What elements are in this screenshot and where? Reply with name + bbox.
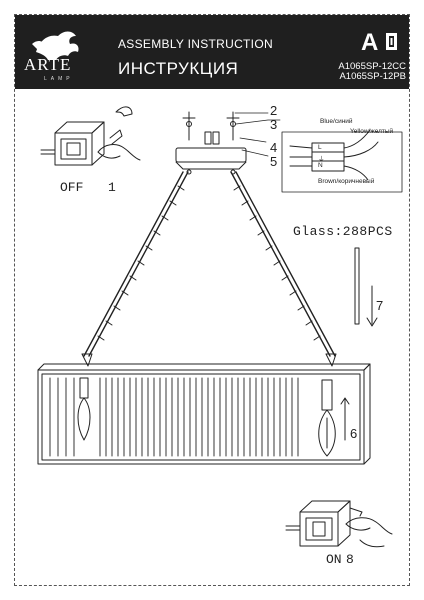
terminal-ground: ⏚ [318,156,325,163]
step-8-number: 8 [346,552,354,567]
bulb-arrow [340,397,350,441]
callout-5: 5 [270,154,278,169]
title-english: ASSEMBLY INSTRUCTION [118,37,273,51]
left-chain-icon [83,171,189,357]
terminal-block-icon [289,129,379,181]
callout-6: 6 [350,426,358,441]
wire-blue-label: Blue/синий [320,118,353,125]
step-on-label: ON [326,552,342,567]
glass-rod-icon [354,247,360,325]
wire-brown-label: Brown/коричневый [318,178,375,185]
mounting-screws-icon [182,111,240,145]
chain-links [97,185,321,341]
right-chain-icon [230,171,336,357]
terminal-l: L [318,144,322,151]
callout-3: 3 [270,117,278,132]
brand-name: ARTE [24,55,72,74]
chain-hooks [81,353,337,367]
step-1-number: 1 [108,180,116,195]
energy-class-letter: A [361,29,379,56]
chandelier-body-icon [37,363,371,465]
terminal-n: N [318,162,323,169]
model-code: A1065SP-12CC [338,61,406,72]
canopy-plate-icon [175,147,247,175]
wiring-diagram-box [281,131,403,193]
hand-off-icon [97,106,141,161]
step-off-label: OFF [60,180,84,195]
glass-rods [49,377,299,457]
wall-switch-off-icon [40,121,105,166]
wire-yellow-label: Yellow/желтый [350,128,394,135]
title-russian: ИНСТРУКЦИЯ [118,59,239,78]
griffin-logo-icon [32,31,79,60]
glass-count-note: Glass:288PCS [293,224,393,239]
wall-switch-on-icon [285,500,351,547]
callout-4: 4 [270,140,278,155]
hand-on-icon [345,507,393,548]
brand-subtitle: LAMP [44,76,74,82]
class-bracket-icon [386,33,397,50]
model-code: A1065SP-12PB [339,71,406,82]
page-border [14,14,410,586]
glass-arrow [366,285,378,327]
header-bar [15,15,409,89]
bulb-right-icon [318,379,336,457]
model-codes: A1065SP-12CC A1065SP-12PB [338,62,406,82]
socket-left-icon [77,377,91,441]
callout-7: 7 [376,298,384,313]
callout-2: 2 [270,103,278,118]
